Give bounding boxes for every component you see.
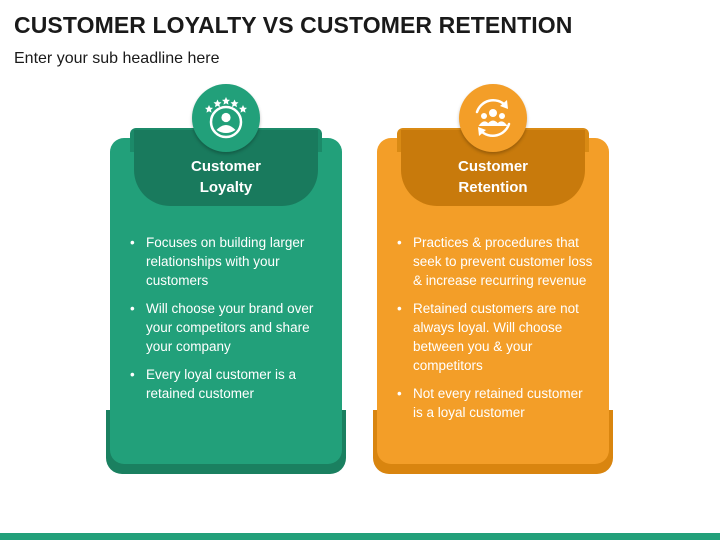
- footer-accent-bar: [0, 533, 720, 540]
- customer-group-cycle-icon: [459, 84, 527, 152]
- card-heading: Customer Loyalty: [134, 156, 318, 198]
- customer-retention-card: Customer Retention Practices & procedure…: [373, 84, 613, 474]
- customer-rating-icon: [192, 84, 260, 152]
- loyalty-bullet-list: Focuses on building larger relationships…: [122, 233, 328, 412]
- list-item: Every loyal customer is a retained custo…: [122, 365, 328, 403]
- card-heading-line2: Retention: [458, 179, 528, 196]
- card-heading-line2: Loyalty: [199, 179, 253, 196]
- list-item: Retained customers are not always loyal.…: [389, 299, 595, 375]
- card-heading-line1: Customer: [190, 158, 261, 175]
- list-item: Not every retained customer is a loyal c…: [389, 384, 595, 422]
- card-heading-line1: Customer: [457, 158, 528, 175]
- retention-bullet-list: Practices & procedures that seek to prev…: [389, 233, 595, 431]
- list-item: Will choose your brand over your competi…: [122, 299, 328, 356]
- list-item: Focuses on building larger relationships…: [122, 233, 328, 290]
- page-subtitle: Enter your sub headline here: [14, 50, 220, 67]
- list-item: Practices & procedures that seek to prev…: [389, 233, 595, 290]
- customer-loyalty-card: Customer Loyalty Focuses on building lar…: [106, 84, 346, 474]
- page-title: CUSTOMER LOYALTY VS CUSTOMER RETENTION: [14, 12, 573, 38]
- card-heading: Customer Retention: [401, 156, 585, 198]
